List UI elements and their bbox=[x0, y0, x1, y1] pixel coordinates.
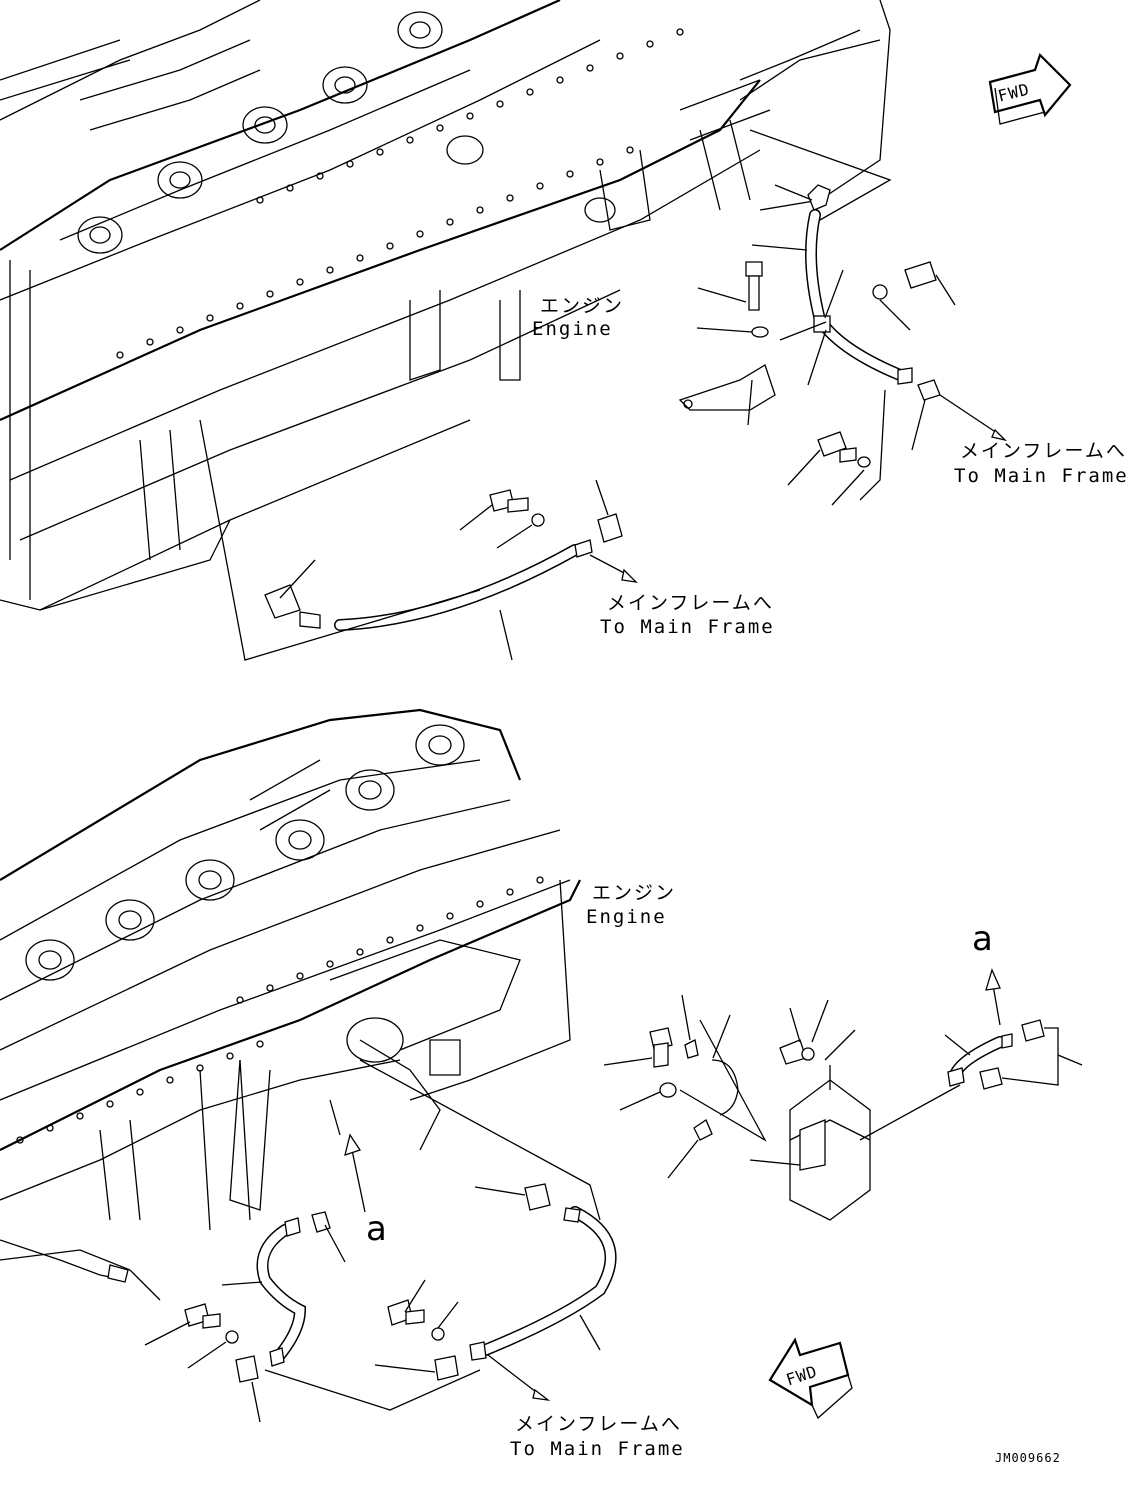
engine-label-en-top: Engine bbox=[532, 318, 613, 340]
sensor-assembly-bottom-right bbox=[603, 968, 1083, 1221]
to-main-frame-label-en-3: To Main Frame bbox=[510, 1438, 685, 1460]
engine-top-illustration bbox=[0, 0, 891, 611]
to-main-frame-label-en-1: To Main Frame bbox=[954, 465, 1129, 487]
reference-a-bottom: a bbox=[366, 1209, 387, 1249]
reference-a-top: a bbox=[972, 919, 993, 959]
drawing-code: JM009662 bbox=[995, 1451, 1061, 1465]
hose-assembly-top-middle bbox=[199, 419, 638, 661]
fwd-arrow-top-icon bbox=[988, 52, 1072, 125]
engine-label-jp-bottom: エンジン bbox=[592, 882, 677, 904]
hose-assembly-bottom-left bbox=[144, 1099, 481, 1423]
hose-assembly-top-right bbox=[678, 129, 1008, 506]
to-main-frame-label-en-2: To Main Frame bbox=[600, 616, 775, 638]
engine-bottom-illustration bbox=[0, 708, 581, 1301]
to-main-frame-label-jp-1: メインフレームへ bbox=[960, 440, 1127, 462]
hose-assembly-bottom-middle bbox=[359, 1059, 617, 1401]
to-main-frame-label-jp-2: メインフレームへ bbox=[607, 592, 774, 614]
fwd-arrow-bottom-icon bbox=[768, 1337, 853, 1420]
engine-label-jp-top: エンジン bbox=[540, 295, 625, 317]
engine-label-en-bottom: Engine bbox=[586, 906, 667, 928]
to-main-frame-label-jp-3: メインフレームへ bbox=[515, 1413, 682, 1435]
